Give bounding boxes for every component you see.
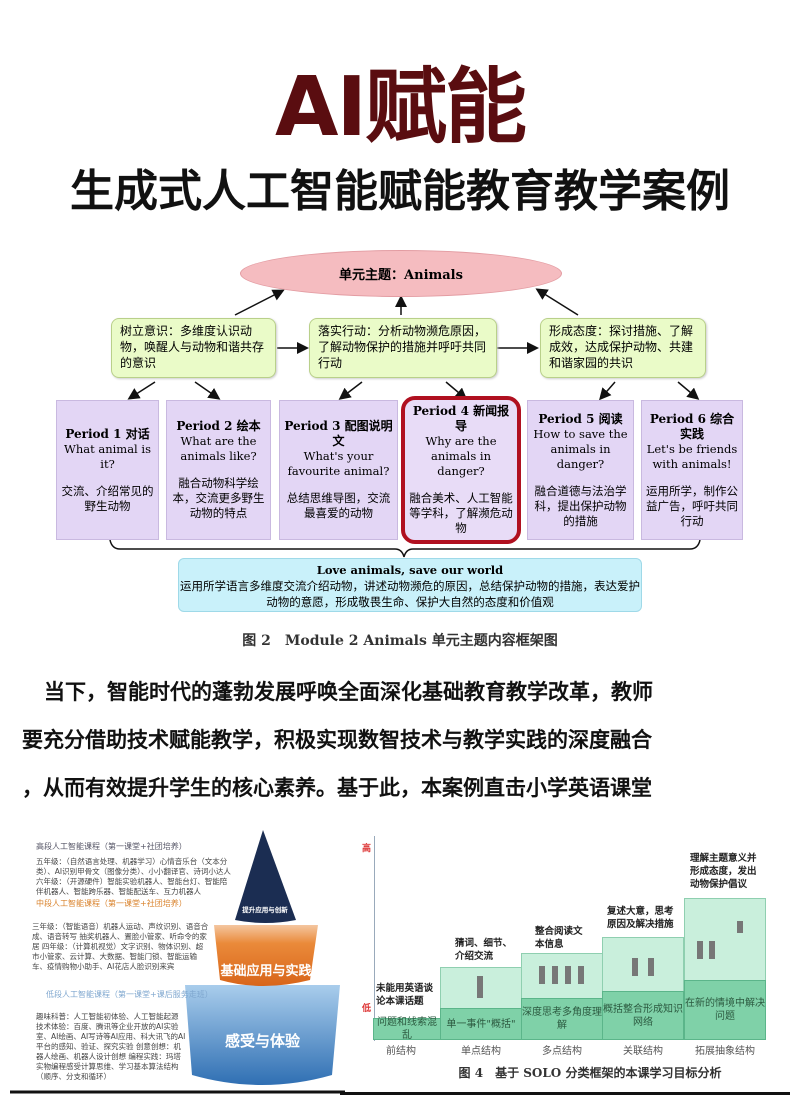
period-title: Period 5 阅读 [538,411,623,426]
pyramid-high-title: 高段人工智能课程（第一课堂+社团培养） [36,842,187,851]
unit-theme-ellipse: 单元主题：Animals [240,250,562,297]
body-line: 要充分借助技术赋能教学，积极实现数智技术与教学实践的深度融合 [22,728,652,752]
pyramid-level-low [185,985,340,1085]
solo-note: 未能用英语谈论本课话题 [376,983,434,1007]
period-title: Period 4 新闻报导 [412,404,510,433]
divider [340,1092,790,1095]
summary-box: Love animals, save our world 运用所学语言多维度交流… [178,558,642,612]
solo-box: 概括整合形成知识网络 [602,991,684,1040]
solo-x-label: 多点结构 [542,1046,582,1057]
body-line: ，从而有效提升学生的核心素养。基于此，本案例直击小学英语课堂 [22,776,652,800]
pyramid-label-mid: 基础应用与实践 [220,964,312,979]
solo-box: 在新的情境中解决问题 [684,980,766,1040]
solo-box: 问题和线索混乱 [373,1017,441,1041]
pyramid-low-text: 趣味科普：人工智能初体验、人工智能起源 技术体验：百度、腾讯等企业开放的AI实验… [36,1012,186,1081]
pyramid-label-low: 感受与体验 [224,1032,300,1050]
period-desc: 交流、介绍常见的野生动物 [61,483,154,513]
solo-x-label: 前结构 [386,1046,416,1057]
figure-caption: 图 4 基于 SOLO 分类框架的本课学习目标分析 [458,1066,722,1080]
period-question: What animal is it? [64,441,151,471]
period-title: Period 1 对话 [65,426,150,441]
pyramid-mid-text: 三年级：（智能语音）机器人运动、声纹识别、语音合成、语音转写 抽奖机器人、置脸小… [32,922,209,971]
solo-x-label: 关联结构 [623,1046,663,1057]
y-low-label: 低 [362,1004,372,1014]
solo-x-label: 单点结构 [461,1046,501,1057]
goal-box: 形成态度：探讨措施、了解成效，达成保护动物、共建和谐家园的共识 [540,318,706,378]
period-question: Let's be friends with animals! [646,441,738,471]
summary-text: 运用所学语言多维度交流介绍动物，讲述动物濒危的原因，总结保护动物的措施，表达爱护… [180,579,640,609]
goal-box: 树立意识：多维度认识动物，唤醒人与动物和谐共存的意识 [111,318,276,378]
pyramid-high-text: 五年级：（自然语言处理、机器学习）心情音乐台（文本分类）、AI识别甲骨文（图像分… [36,857,231,896]
page-subtitle: 生成式人工智能赋能教育教学案例 [70,166,730,217]
period-desc: 融合道德与法治学科，提出保护动物的措施 [534,483,627,528]
period-title: Period 3 配图说明文 [284,419,393,448]
y-axis [374,836,375,1041]
summary-title: Love animals, save our world [316,563,504,577]
brace [109,539,701,558]
solo-step [521,953,603,999]
period-question: How to save the animals in danger? [533,426,628,471]
period-title: Period 6 综合实践 [649,411,735,441]
solo-step [684,898,766,981]
period-desc: 融合动物科学绘本，交流更多野生动物的特点 [172,476,265,520]
period-question: What are the animals like? [180,434,257,463]
pyramid-level-top [235,830,296,923]
pyramid-graphic [10,830,345,1094]
page-title: AI赋能 [275,60,527,155]
solo-box: 深度思考多角度理解 [521,998,603,1040]
y-high-label: 高 [362,844,372,854]
period-desc: 融合美术、人工智能等学科，了解濒危动物 [409,491,513,535]
diagram-arrows [109,288,701,558]
period-question: What's your favourite animal? [287,449,390,478]
solo-x-label: 拓展抽象结构 [695,1046,755,1057]
solo-note: 复述大意，思考原因及解决措施 [607,906,674,930]
pyramid-low-title: 低段人工智能课程（第一课堂+课后服务走班） [46,990,213,999]
period-question: Why are the animals in danger? [425,434,497,478]
period-title: Period 2 绘本 [176,419,261,433]
goal-box: 落实行动：分析动物濒危原因，了解动物保护的措施并呼吁共同行动 [309,318,497,378]
pyramid-label-top: 提升应用与创新 [242,906,288,914]
solo-step [440,967,522,1009]
period-desc: 运用所学，制作公益广告，呼吁共同行动 [646,483,738,528]
solo-box: 单一事件"概括" [440,1008,522,1040]
solo-step [602,937,684,992]
figure-caption: 图 2 Module 2 Animals 单元主题内容框架图 [242,633,558,649]
body-line: 当下，智能时代的蓬勃发展呼唤全面深化基础教育教学改革，教师 [44,680,653,704]
solo-note: 理解主题意义并形成态度，发出动物保护倡议 [690,853,757,890]
solo-note: 整合阅读文本信息 [535,926,583,950]
solo-note: 猜词、细节、介绍交流 [455,938,513,962]
period-desc: 总结思维导图，交流最喜爱的动物 [286,491,391,520]
pyramid-mid-title: 中段人工智能课程（第一课堂+社团培养） [36,899,187,908]
pyramid-level-mid [214,925,318,986]
